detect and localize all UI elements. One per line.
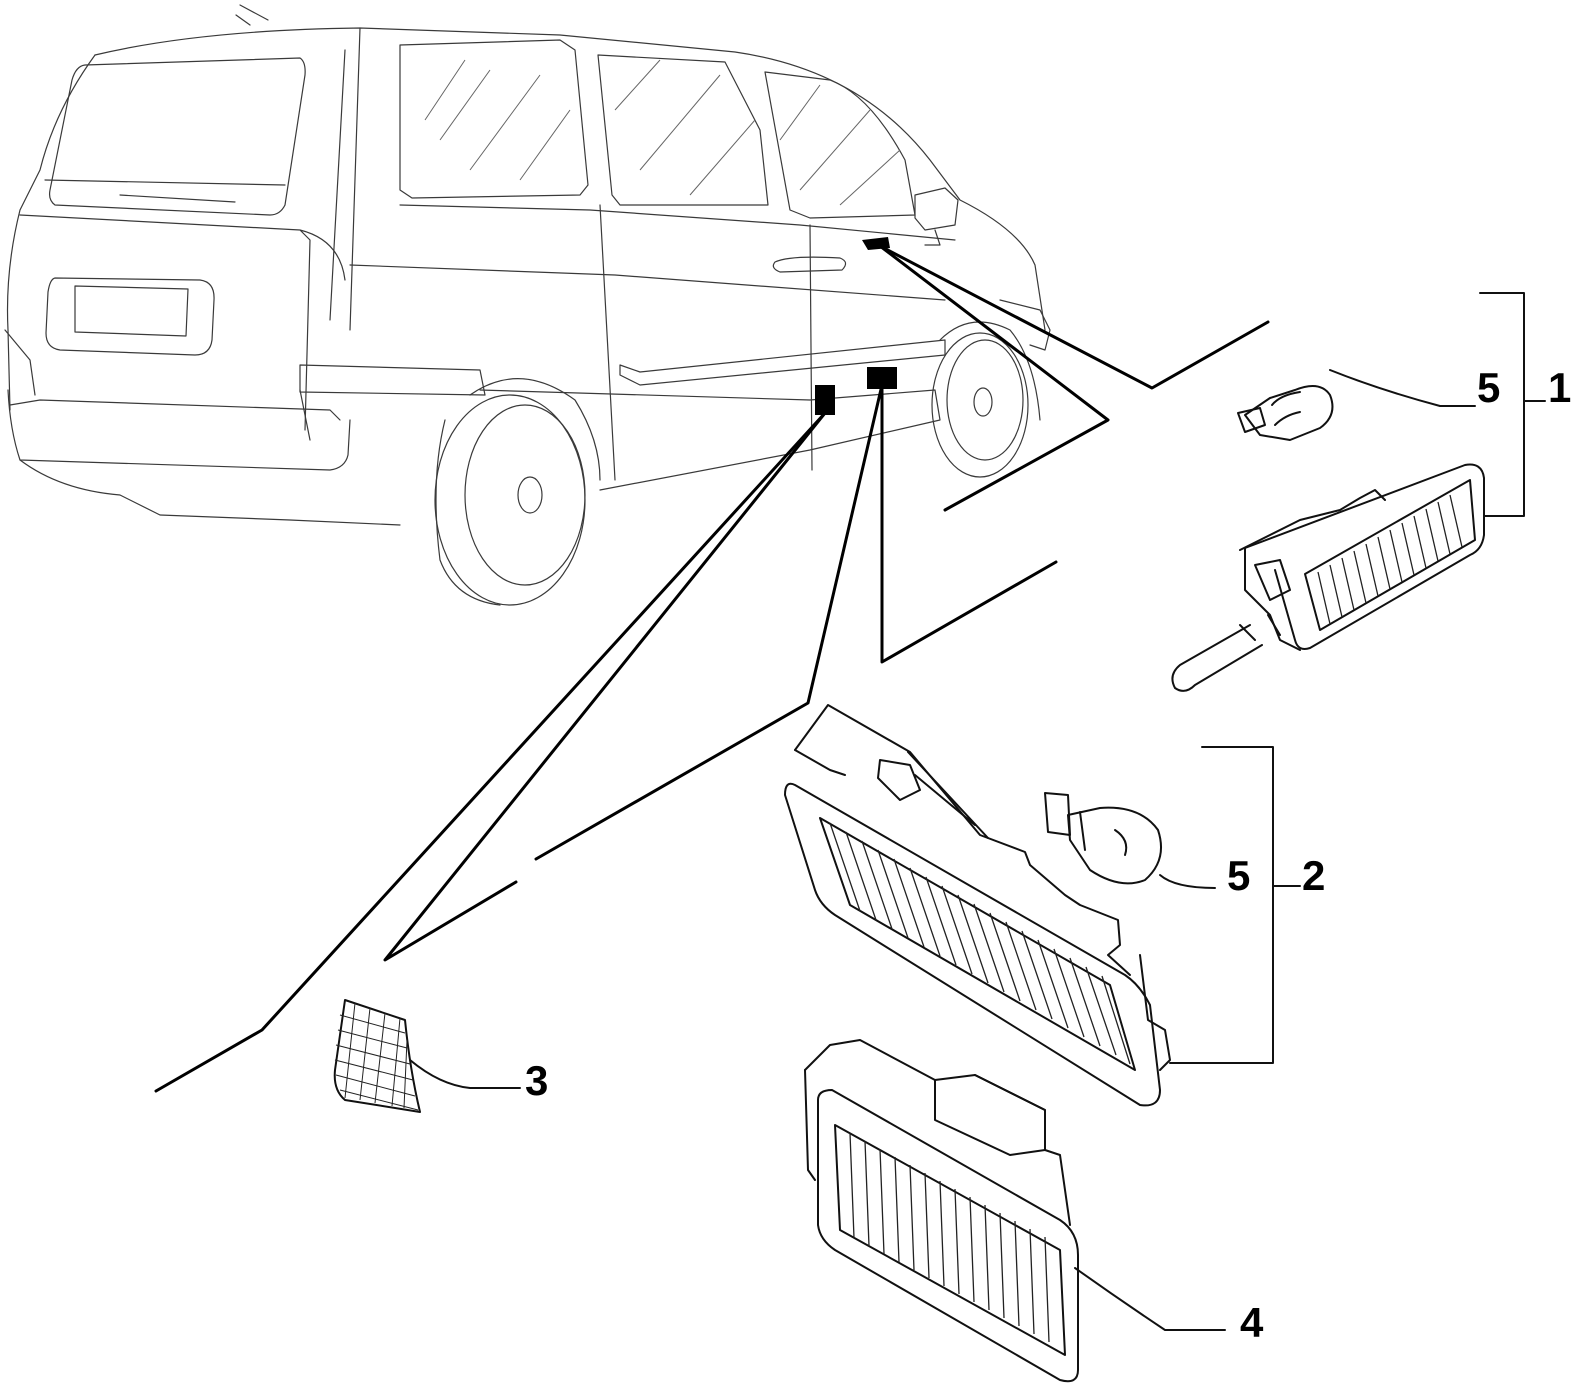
callout-1: 1 <box>1548 364 1571 411</box>
bulb-icon <box>1237 385 1334 441</box>
lamp-4 <box>804 1039 1079 1383</box>
callout-brackets <box>409 292 1546 1331</box>
callout-5-middle: 5 <box>1227 852 1250 899</box>
callout-3: 3 <box>525 1057 548 1104</box>
minivan-drawing <box>4 4 1051 606</box>
marker-location-3 <box>815 385 835 415</box>
callout-5-top: 5 <box>1477 364 1500 411</box>
callout-4: 4 <box>1240 1299 1264 1346</box>
reflector-icon <box>333 999 421 1113</box>
marker-location-2 <box>867 367 897 389</box>
lamp-assembly-1 <box>1171 463 1485 692</box>
callout-2: 2 <box>1302 852 1325 899</box>
bulb-icon-2 <box>1044 792 1162 885</box>
lamp-assembly-2 <box>784 704 1171 1107</box>
leader-lines <box>154 244 1270 1093</box>
